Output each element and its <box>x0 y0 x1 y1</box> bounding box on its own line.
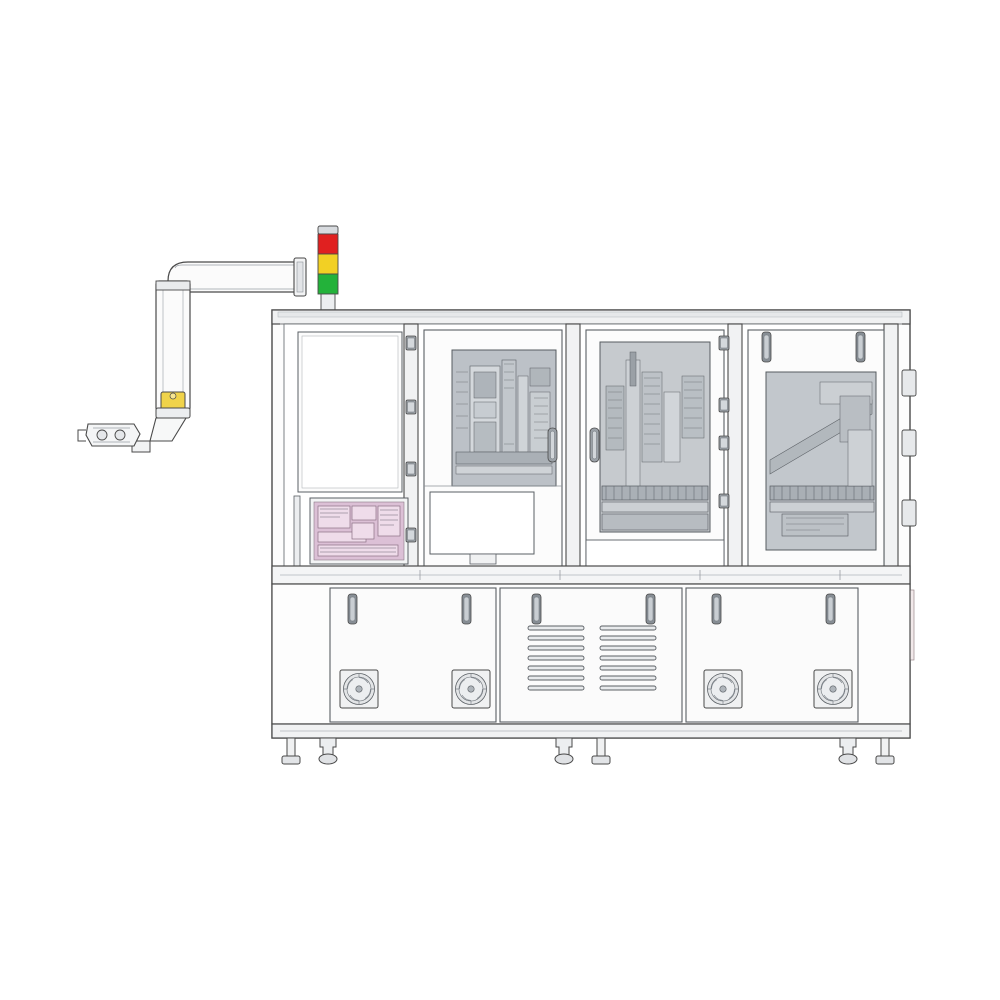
articulated-robot-arm <box>77 257 307 453</box>
signal-tower <box>317 225 339 313</box>
fan-a1 <box>339 669 379 709</box>
tower-light-green <box>317 273 339 295</box>
window-bay-4 <box>747 329 885 573</box>
fan-c2 <box>813 669 853 709</box>
robot-end-effector-gripper <box>77 417 187 453</box>
fan-a2 <box>451 669 491 709</box>
lower-cabinet-a[interactable] <box>329 587 497 723</box>
lower-cabinet-c[interactable] <box>685 587 859 723</box>
window-bay-3 <box>585 329 725 573</box>
tower-light-yellow <box>317 253 339 275</box>
bay-2-handle[interactable] <box>547 427 558 463</box>
bay-2-internal-mechanism <box>455 359 553 475</box>
tower-light-red <box>317 233 339 255</box>
robot-vertical-column <box>155 280 191 419</box>
robot-upper-boom <box>167 257 307 297</box>
machine-enclosure <box>271 309 917 765</box>
bay-3-handle[interactable] <box>589 427 600 463</box>
vent-louvers-right <box>599 625 657 691</box>
lower-cabinet-row <box>271 583 911 739</box>
vent-louvers-left <box>527 625 585 691</box>
bay-4-internal-rail <box>769 381 875 537</box>
window-bay-1 <box>293 331 409 569</box>
fan-c1 <box>703 669 743 709</box>
window-bay-2 <box>423 329 563 573</box>
leveling-feet <box>281 737 895 765</box>
lower-cabinet-b[interactable] <box>499 587 683 723</box>
bay-3-internal-conveyor <box>601 351 709 531</box>
